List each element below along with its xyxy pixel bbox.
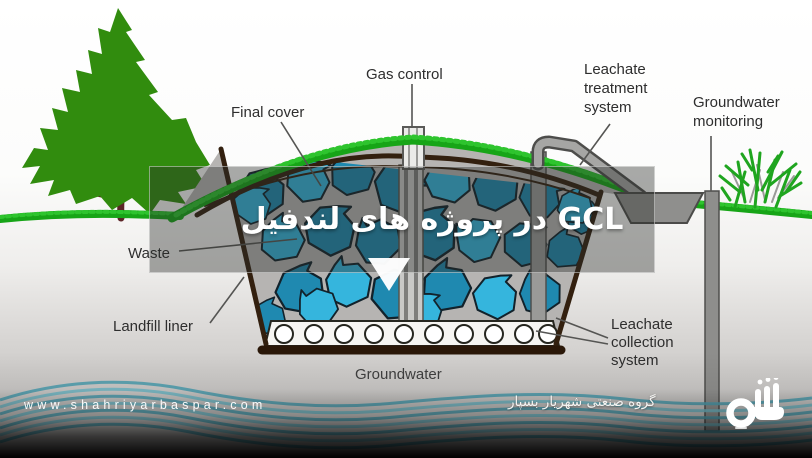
label-leachate-collection-system: Leachate collection system: [611, 316, 674, 369]
tree-canopy: [22, 8, 210, 214]
bush-illustration: [718, 148, 803, 209]
tree-illustration: [22, 8, 210, 222]
gas-vent-pipe: [402, 126, 425, 170]
label-leader-lines: [178, 84, 712, 345]
label-waste: Waste: [128, 245, 170, 262]
gas-collection-well-pipe: [398, 164, 424, 322]
label-groundwater-monitoring: Groundwater monitoring: [693, 94, 780, 130]
label-landfill-liner: Landfill liner: [113, 318, 194, 335]
down-triangle-icon: [368, 258, 410, 291]
label-gas-control: Gas control: [366, 66, 443, 83]
label-leachate-treatment-system: Leachate treatment system: [584, 61, 648, 116]
shahriyar-baspar-logo: [726, 378, 784, 429]
title-overlay-band: GCL در پروژه های لندفیل: [149, 166, 655, 273]
leachate-treatment-basin: [613, 192, 705, 224]
leachate-collection-layer: [263, 320, 561, 347]
groundwater-monitoring-well-pipe: [704, 190, 720, 432]
leachate-treatment-pipe: [531, 135, 648, 203]
page-title: GCL در پروژه های لندفیل: [240, 202, 624, 237]
groundwater-waves: [0, 380, 812, 450]
label-groundwater: Groundwater: [355, 366, 442, 383]
label-final-cover: Final cover: [231, 104, 305, 121]
website-watermark: www.shahriyarbaspar.com: [24, 398, 267, 412]
company-name-watermark: گروه صنعتی شهریار بسپار: [508, 394, 656, 410]
